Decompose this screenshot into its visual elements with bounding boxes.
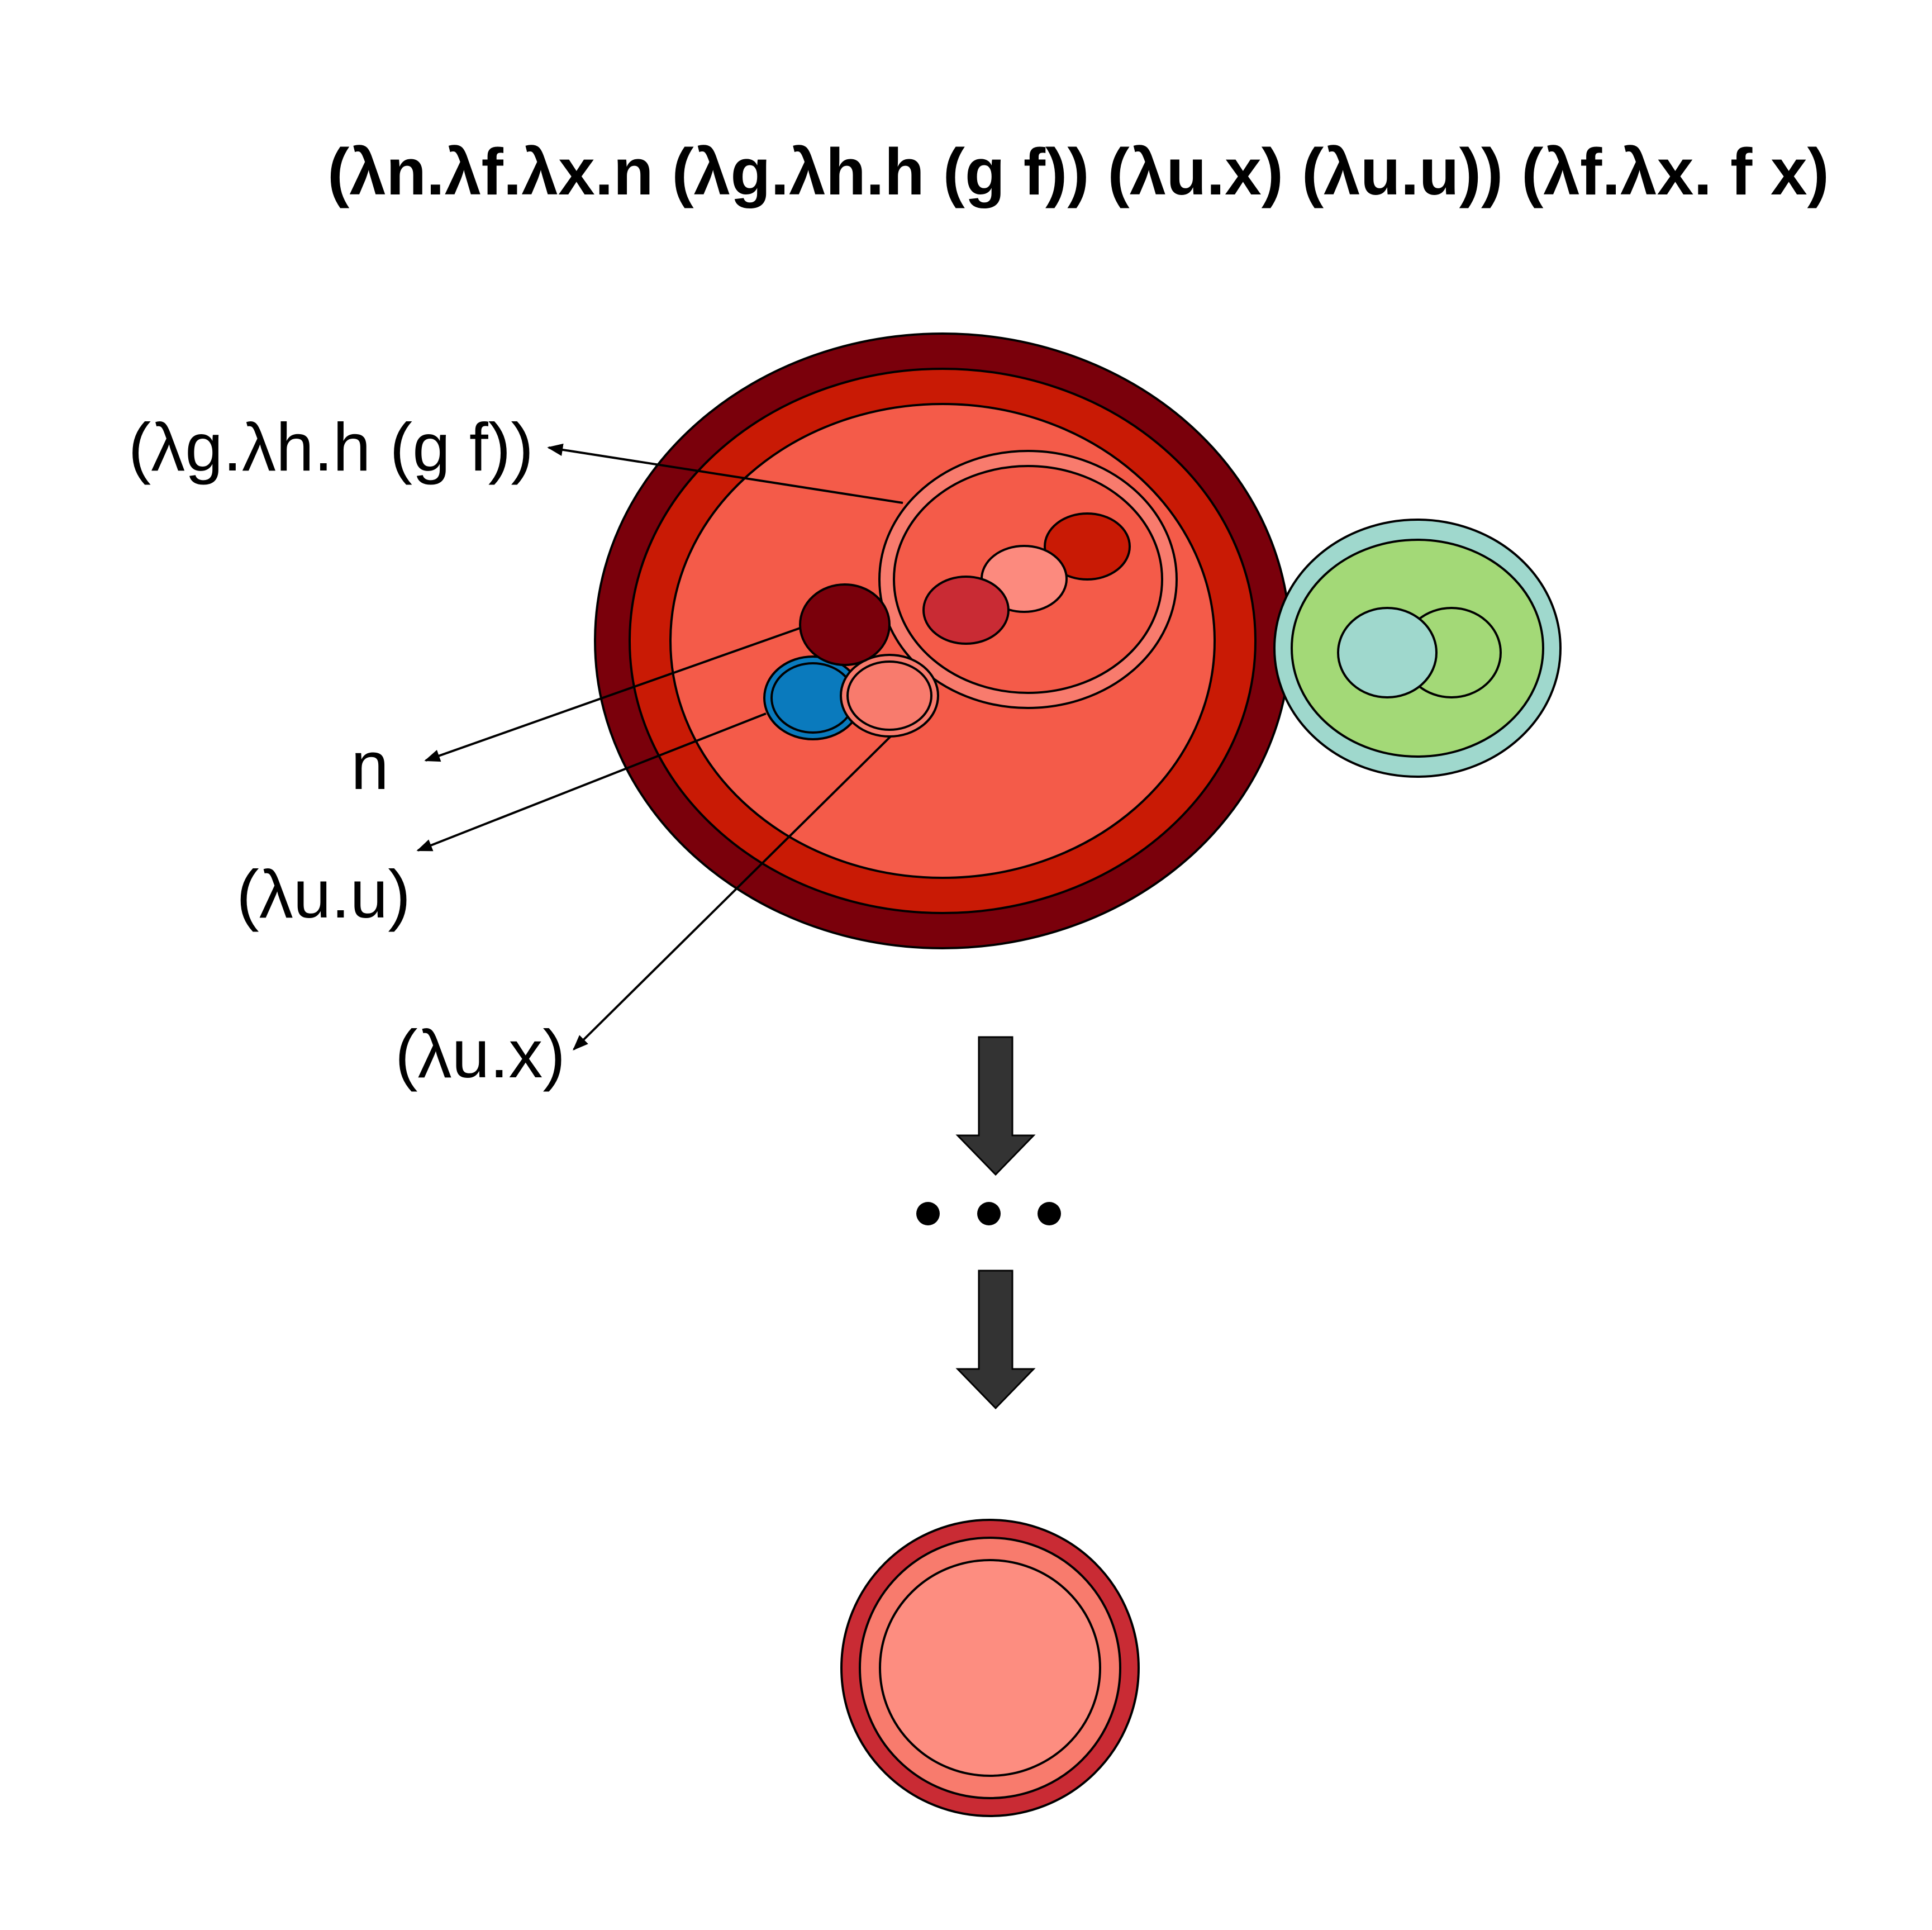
variable-g bbox=[922, 576, 1010, 645]
expression-title: (λn.λf.λx.n (λg.λh.h (g f)) (λu.x) (λu.u… bbox=[327, 135, 1829, 209]
variable-n bbox=[799, 583, 891, 666]
reduction-arrow-bottom bbox=[955, 1270, 1036, 1410]
label-n: n bbox=[351, 728, 389, 804]
ellipsis-dot bbox=[916, 1202, 940, 1225]
result-inner-ring bbox=[879, 1559, 1101, 1777]
pointer-n bbox=[424, 627, 801, 762]
ellipsis-dot bbox=[977, 1202, 1001, 1225]
label-compose: (λg.λh.h (g f)) bbox=[129, 409, 534, 485]
compose-term bbox=[878, 450, 1178, 709]
pointer-lines bbox=[416, 443, 903, 1050]
label-identity: (λu.u) bbox=[236, 856, 411, 932]
result-term bbox=[840, 1519, 1140, 1817]
argument-variable-f bbox=[1337, 607, 1438, 698]
ellipsis bbox=[916, 1202, 1061, 1225]
const-inner-bubble bbox=[846, 660, 932, 731]
argument-term bbox=[1273, 519, 1562, 778]
reduction-arrow-top bbox=[955, 1036, 1036, 1176]
ellipsis-dot bbox=[1038, 1202, 1061, 1225]
label-const: (λu.x) bbox=[395, 1016, 565, 1092]
pointer-identity bbox=[416, 712, 767, 852]
identity-term bbox=[763, 655, 863, 740]
const-term bbox=[840, 654, 939, 738]
main-lambda-term bbox=[594, 332, 1291, 949]
pointer-compose bbox=[547, 443, 903, 504]
pointer-const bbox=[573, 735, 892, 1050]
variable-h bbox=[1044, 512, 1131, 581]
